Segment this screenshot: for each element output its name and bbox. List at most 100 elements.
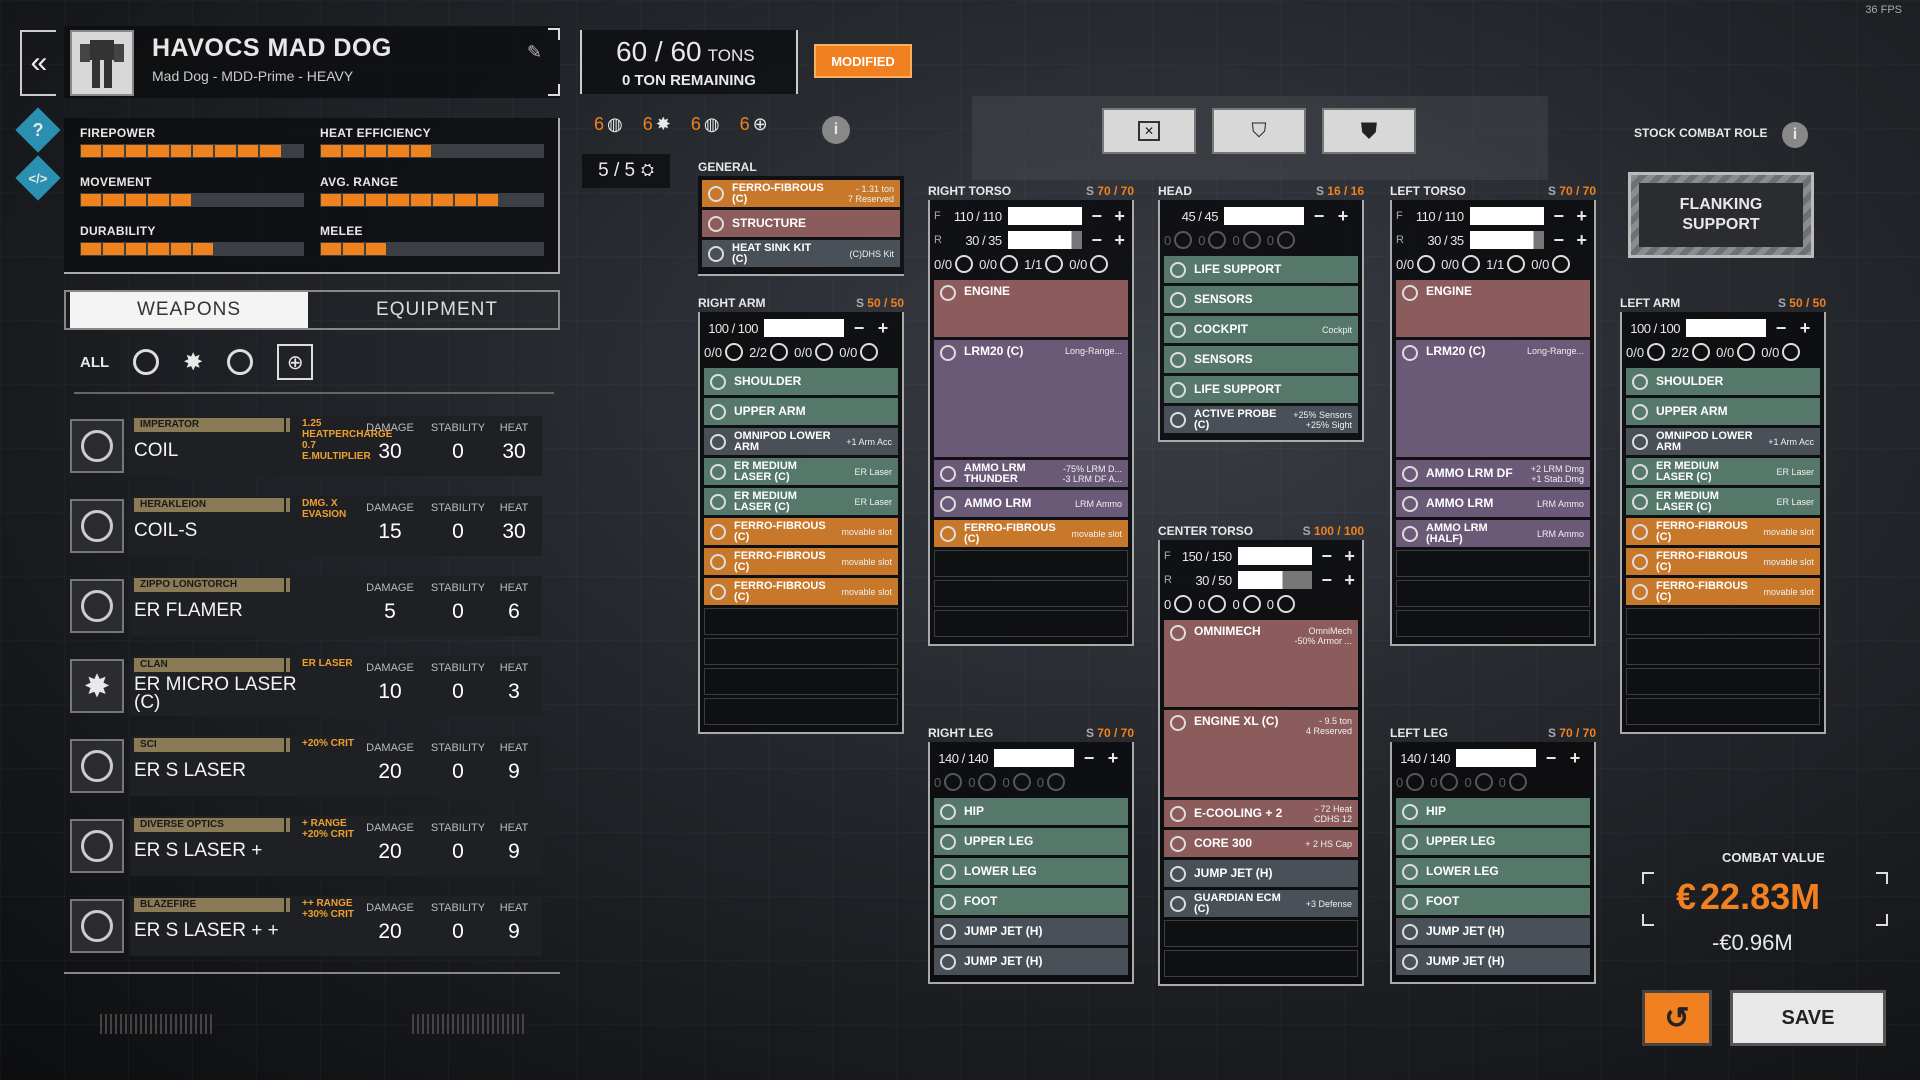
armor-decrease-button[interactable]: −: [1091, 229, 1103, 250]
component-slot[interactable]: FERRO-FIBROUS (C)- 1.31 ton 7 Reserved: [702, 180, 900, 207]
component-slot[interactable]: FERRO-FIBROUS (C)movable slot: [1626, 548, 1820, 575]
armor-front-meter[interactable]: [1686, 319, 1766, 337]
empty-slot[interactable]: [1396, 580, 1590, 607]
armor-decrease-button[interactable]: −: [1313, 205, 1325, 226]
armor-decrease-button[interactable]: −: [1083, 747, 1095, 768]
component-slot[interactable]: HEAT SINK KIT (C)(C)DHS Kit: [702, 240, 900, 267]
component-slot[interactable]: JUMP JET (H): [1396, 918, 1590, 945]
armor-increase-button[interactable]: +: [1799, 317, 1811, 338]
armor-front-meter[interactable]: [1469, 207, 1545, 225]
component-slot[interactable]: ER MEDIUM LASER (C)ER Laser: [1626, 458, 1820, 485]
armor-decrease-button[interactable]: −: [1321, 569, 1333, 590]
component-slot[interactable]: LRM20 (C)Long-Range...: [1396, 340, 1590, 457]
component-slot[interactable]: LOWER LEG: [1396, 858, 1590, 885]
component-slot[interactable]: LRM20 (C)Long-Range...: [934, 340, 1128, 457]
component-slot[interactable]: ACTIVE PROBE (C)+25% Sensors +25% Sight: [1164, 406, 1358, 433]
filter-all[interactable]: ALL: [80, 353, 110, 371]
armor-increase-button[interactable]: +: [1114, 229, 1125, 250]
undo-button[interactable]: ↺: [1642, 990, 1712, 1046]
armor-front-meter[interactable]: [764, 319, 844, 337]
component-slot[interactable]: HIP: [934, 798, 1128, 825]
component-slot[interactable]: LIFE SUPPORT: [1164, 376, 1358, 403]
tab-weapons[interactable]: WEAPONS: [70, 292, 308, 328]
component-slot[interactable]: LIFE SUPPORT: [1164, 256, 1358, 283]
armor-front-meter[interactable]: [1224, 207, 1304, 225]
empty-slot[interactable]: [1626, 608, 1820, 635]
empty-slot[interactable]: [1626, 638, 1820, 665]
component-slot[interactable]: JUMP JET (H): [934, 918, 1128, 945]
armor-decrease-button[interactable]: −: [1775, 317, 1787, 338]
armor-increase-button[interactable]: +: [1344, 545, 1355, 566]
empty-slot[interactable]: [1396, 610, 1590, 637]
armor-front-meter[interactable]: [1007, 207, 1083, 225]
armor-front-meter[interactable]: [1456, 749, 1536, 767]
empty-slot[interactable]: [1396, 550, 1590, 577]
armor-decrease-button[interactable]: −: [853, 317, 865, 338]
component-slot[interactable]: SHOULDER: [704, 368, 898, 395]
component-slot[interactable]: UPPER LEG: [1396, 828, 1590, 855]
component-slot[interactable]: CORE 300+ 2 HS Cap: [1164, 830, 1358, 857]
component-slot[interactable]: E-COOLING + 2- 72 Heat CDHS 12: [1164, 800, 1358, 827]
component-slot[interactable]: FERRO-FIBROUS (C)movable slot: [1626, 518, 1820, 545]
armor-increase-button[interactable]: +: [877, 317, 889, 338]
armor-increase-button[interactable]: +: [1576, 205, 1587, 226]
armor-rear-meter[interactable]: [1237, 571, 1313, 589]
component-slot[interactable]: AMMO LRM DF+2 LRM Dmg +1 Stab.Dmg: [1396, 460, 1590, 487]
component-slot[interactable]: HIP: [1396, 798, 1590, 825]
role-info-icon[interactable]: i: [1782, 122, 1808, 148]
armor-rear-meter[interactable]: [1007, 231, 1083, 249]
armor-increase-button[interactable]: +: [1569, 747, 1581, 768]
empty-slot[interactable]: [1164, 920, 1358, 947]
view-shield-x-button[interactable]: ⛉: [1212, 108, 1306, 154]
empty-slot[interactable]: [704, 698, 898, 725]
empty-slot[interactable]: [934, 610, 1128, 637]
component-slot[interactable]: AMMO LRM THUNDER-75% LRM D... -3 LRM DF …: [934, 460, 1128, 487]
component-slot[interactable]: STRUCTURE: [702, 210, 900, 237]
armor-increase-button[interactable]: +: [1107, 747, 1119, 768]
armor-decrease-button[interactable]: −: [1321, 545, 1333, 566]
component-slot[interactable]: ER MEDIUM LASER (C)ER Laser: [704, 488, 898, 515]
armor-rear-meter[interactable]: [1469, 231, 1545, 249]
component-slot[interactable]: UPPER ARM: [1626, 398, 1820, 425]
filter-energy-icon[interactable]: ✸: [183, 348, 204, 376]
component-slot[interactable]: FOOT: [1396, 888, 1590, 915]
filter-missile-icon[interactable]: [227, 349, 254, 375]
armor-decrease-button[interactable]: −: [1553, 229, 1565, 250]
empty-slot[interactable]: [1164, 950, 1358, 977]
component-slot[interactable]: AMMO LRM (HALF)LRM Ammo: [1396, 520, 1590, 547]
component-slot[interactable]: GUARDIAN ECM (C)+3 Defense: [1164, 890, 1358, 917]
component-slot[interactable]: LOWER LEG: [934, 858, 1128, 885]
component-slot[interactable]: ER MEDIUM LASER (C)ER Laser: [1626, 488, 1820, 515]
empty-slot[interactable]: [704, 608, 898, 635]
save-button[interactable]: SAVE: [1730, 990, 1886, 1046]
armor-decrease-button[interactable]: −: [1091, 205, 1103, 226]
component-slot[interactable]: ENGINE XL (C)- 9.5 ton 4 Reserved: [1164, 710, 1358, 797]
filter-ballistic-icon[interactable]: [133, 349, 160, 375]
component-slot[interactable]: ENGINE: [1396, 280, 1590, 337]
component-slot[interactable]: OMNIPOD LOWER ARM+1 Arm Acc: [704, 428, 898, 455]
component-slot[interactable]: ER MEDIUM LASER (C)ER Laser: [704, 458, 898, 485]
component-slot[interactable]: UPPER LEG: [934, 828, 1128, 855]
component-slot[interactable]: SHOULDER: [1626, 368, 1820, 395]
empty-slot[interactable]: [1626, 698, 1820, 725]
view-shield-button[interactable]: ⛊: [1322, 108, 1416, 154]
component-slot[interactable]: ENGINE: [934, 280, 1128, 337]
empty-slot[interactable]: [1626, 668, 1820, 695]
component-slot[interactable]: UPPER ARM: [704, 398, 898, 425]
component-slot[interactable]: OMNIPOD LOWER ARM+1 Arm Acc: [1626, 428, 1820, 455]
armor-front-meter[interactable]: [994, 749, 1074, 767]
component-slot[interactable]: FERRO-FIBROUS (C)movable slot: [934, 520, 1128, 547]
armor-front-meter[interactable]: [1237, 547, 1313, 565]
component-slot[interactable]: JUMP JET (H): [1164, 860, 1358, 887]
armor-increase-button[interactable]: +: [1576, 229, 1587, 250]
